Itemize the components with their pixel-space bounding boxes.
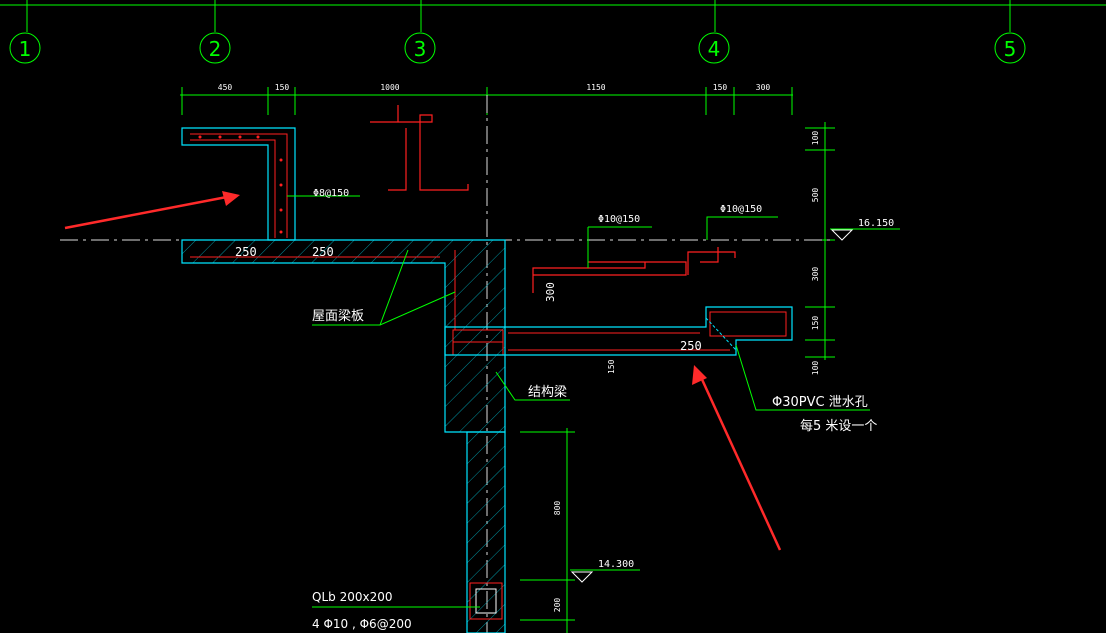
elevation-marker-14300: 14.300 [570, 559, 640, 583]
elevation-marker-16150: 16.150 [830, 218, 900, 241]
label-phi10-150-b: Φ10@150 [720, 204, 762, 215]
lower-dimension-line [520, 428, 575, 633]
axis-label-5: 5 [1004, 37, 1017, 61]
dim-right-500: 500 [811, 188, 820, 203]
right-dimension-line [805, 122, 835, 360]
elevation-label-16150: 16.150 [858, 218, 894, 229]
label-phi10-150-a: Φ10@150 [598, 214, 640, 225]
label-structural-beam: 结构梁 [528, 385, 567, 400]
axis-bubble-1 [9, 32, 41, 64]
dim-top-150-b: 150 [713, 83, 728, 92]
axis-bubble-5 [994, 32, 1026, 64]
lower-wall [466, 431, 506, 633]
axis-bubble-2 [199, 32, 231, 64]
axis-bubble-4 [698, 32, 730, 64]
label-phi8-150: Φ8@150 [313, 188, 349, 199]
label-roof-beam-slab: 屋面梁板 [312, 309, 364, 324]
label-qlb-rebar: 4 Φ10 , Φ6@200 [312, 617, 412, 631]
label-300-vertical: 300 [544, 282, 557, 302]
axis-label-4: 4 [708, 37, 721, 61]
label-drain-spacing: 每5 米设一个 [800, 418, 877, 434]
dim-top-1150: 1150 [586, 83, 605, 92]
elevation-label-14300: 14.300 [598, 559, 634, 570]
rebar-detail-right [532, 227, 736, 293]
label-150-vertical: 150 [607, 359, 616, 374]
cantilever-gutter [444, 306, 793, 356]
axis-label-3: 3 [414, 37, 427, 61]
label-250-a: 250 [235, 245, 257, 259]
label-250-b: 250 [312, 245, 334, 259]
axis-label-1: 1 [19, 37, 32, 61]
axis-label-2: 2 [209, 37, 222, 61]
label-250-c: 250 [680, 339, 702, 353]
dim-lower-800: 800 [553, 501, 562, 516]
dim-right-150: 150 [811, 316, 820, 331]
label-qlb-title: QLb 200x200 [312, 590, 392, 604]
dim-right-300: 300 [811, 267, 820, 282]
dim-top-300: 300 [756, 83, 771, 92]
red-arrow-right [692, 365, 782, 551]
dim-top-150-a: 150 [275, 83, 290, 92]
label-drain-pipe: Φ30PVC 泄水孔 [772, 395, 868, 410]
dim-right-100-top: 100 [811, 131, 820, 146]
dim-top-1000: 1000 [380, 83, 399, 92]
dim-right-100-bottom: 100 [811, 361, 820, 376]
red-arrow-left [64, 191, 240, 230]
parapet-upturn [181, 127, 296, 241]
dim-top-450: 450 [218, 83, 233, 92]
dim-lower-200: 200 [553, 598, 562, 613]
rebar-detail-upper [370, 105, 469, 191]
axis-bubble-3 [404, 32, 436, 64]
roof-slab [181, 239, 506, 433]
leader-lines [287, 195, 870, 608]
axis-grid [0, 0, 1106, 64]
